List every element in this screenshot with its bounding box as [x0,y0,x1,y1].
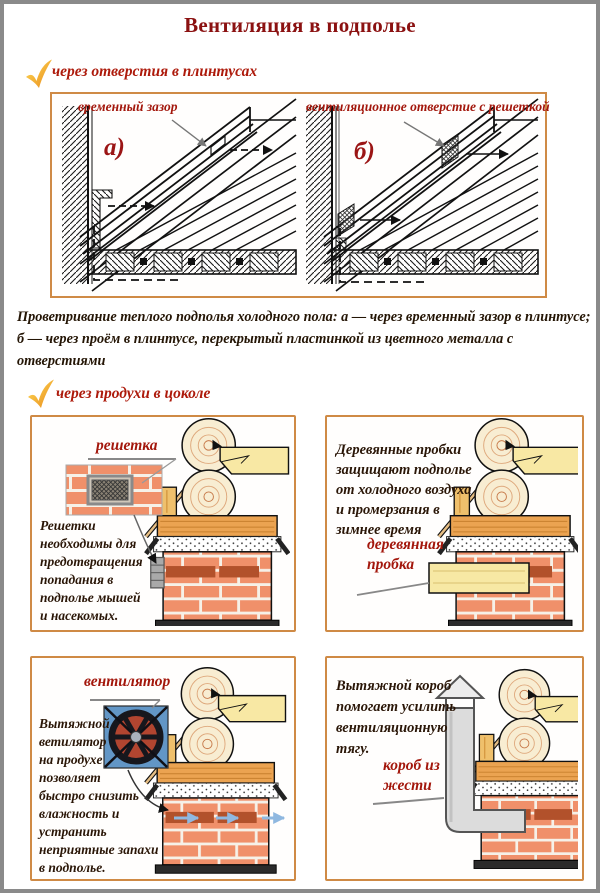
fan-callout: вентилятор [84,673,171,690]
wooden-plug [428,562,530,594]
duct-callout: короб из жести [383,757,440,794]
duct-cap [434,674,486,699]
diagram-callout-gap: временный зазор [78,99,178,114]
pointer-arrow [127,769,169,813]
baseboard-diagram-art [62,98,539,292]
diagram-callout-vent: вентиляционное отверстие с решеткой [306,99,550,114]
section-vents-label: через продухи в цоколе [56,385,211,402]
duct-illustration [372,658,578,875]
checkmark-icon [26,59,52,88]
callout-leader [141,458,177,484]
temporary-gap [210,134,226,157]
vent-grate-b [441,133,459,169]
fig-b-label: б) [354,138,375,165]
duct-text: Вытяжной короб помогает усилить вентиляц… [336,678,457,757]
plug-text: Деревянные пробки защищают подполье от х… [336,442,472,538]
checkmark-icon [28,379,54,408]
baseboard-diagram: временный зазор вентиляционное отверстие… [50,92,550,298]
panel-grate: решетка Решетки необходимы для предотвра… [30,415,296,632]
section-plinth-label: через отверстия в плинтусах [52,63,258,80]
callout-leader [356,582,430,596]
page-title: Вентиляция в подполье [184,13,416,37]
grate-illustration [65,417,290,626]
plug-callout: деревянная пробка [367,536,444,573]
panel-fan: вентилятор Вытяжной ветилятор на продухе… [30,656,296,881]
fan-illustration [90,658,290,875]
pointer-arrow [133,514,157,564]
diagram-caption: Проветривание теплого подполья холодного… [17,309,591,369]
grate-text: Решетки необходимы для предотвращения по… [40,518,143,623]
panel-duct: Вытяжной короб помогает усилить вентиляц… [325,656,584,881]
fan-text: Вытяжной ветилятор на продухе позволяет … [39,716,159,875]
callout-leader [403,121,445,147]
vent-grate-section [337,203,355,237]
exhaust-fan-icon [103,705,169,769]
grate-callout: решетка [96,437,158,454]
vent-grate [150,556,165,589]
figure-b-drawing [306,98,539,292]
metal-duct [434,674,526,833]
brick-inset-image [65,464,163,516]
callout-leader [151,699,161,709]
fig-a-label: а) [104,134,125,161]
figure-a-drawing [62,98,297,292]
panel-plug: Деревянные пробки защищают подполье от х… [325,415,584,632]
callout-leader [372,797,445,805]
callout-leader [171,119,207,147]
plug-illustration [356,417,578,626]
